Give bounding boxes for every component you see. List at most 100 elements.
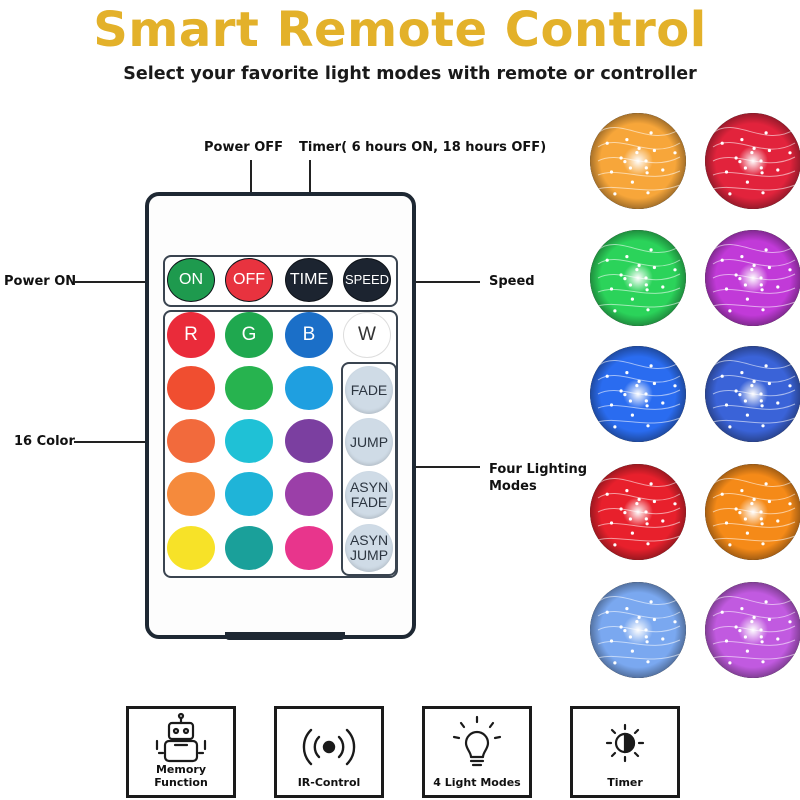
light-dot [609,170,614,174]
mode-button[interactable]: FADE [345,366,393,414]
light-dot [745,531,749,535]
color-button[interactable] [167,366,215,410]
light-dot [759,635,763,639]
fairy-lights-strands [597,360,681,429]
light-dot [605,492,609,496]
light-dot [619,507,623,511]
light-dot [628,399,632,403]
color-button[interactable] [285,366,333,410]
callout-line-16-color [74,441,164,443]
light-dot [652,381,656,386]
light-dot [623,629,627,633]
color-button[interactable] [285,472,333,516]
light-dot [625,371,629,375]
light-strand [597,244,681,253]
light-strand [712,375,796,383]
remote-off-button[interactable]: OFF [225,258,273,302]
light-dot [728,309,732,313]
mode-button[interactable]: JUMP [345,418,393,466]
light-dot [788,620,792,624]
light-dot [724,287,729,291]
light-dot [644,392,648,396]
light-mode-photo [705,464,800,560]
light-dot [738,393,742,397]
light-strand [712,360,796,369]
light-dot [743,635,747,639]
light-dot [767,499,771,504]
color-button[interactable] [285,419,333,463]
light-dot [728,543,732,547]
light-dot [645,171,649,175]
light-dot [644,517,648,521]
light-dot [673,620,677,624]
color-button[interactable] [225,526,273,570]
light-dot [635,268,639,272]
light-dot [646,308,650,312]
color-button[interactable] [225,419,273,463]
light-dot [767,381,771,386]
mode-label-line1: JUMP [349,433,389,450]
light-dot [767,617,771,622]
light-dot [764,248,768,252]
light-mode-photo [590,464,686,560]
light-dot [637,497,641,501]
remote-on-button[interactable]: ON [167,258,215,302]
color-button[interactable] [167,472,215,516]
feature-label: IR-Control [297,776,361,789]
light-dot [750,620,754,624]
light-dot [630,413,634,417]
light-dot [613,309,617,313]
light-dot [645,640,649,644]
remote-r-button[interactable]: R [167,312,215,358]
light-dot [609,639,614,643]
light-strand [712,127,796,136]
light-dot [635,502,639,506]
color-button[interactable] [167,526,215,570]
light-dot [646,542,650,546]
light-dot [728,192,732,196]
light-dot [644,276,648,280]
callout-power-on: Power ON [4,274,77,289]
color-button[interactable] [225,472,273,516]
light-dot [776,401,780,405]
light-dot [625,607,629,611]
light-dot [720,258,724,262]
light-dot [619,156,623,160]
color-button[interactable] [167,419,215,463]
light-dot [644,635,648,639]
color-button[interactable] [225,366,273,410]
light-dot [609,403,614,407]
fairy-lights-strands [712,127,796,196]
light-dot [628,635,632,639]
light-dot [776,637,780,641]
light-dot [630,180,634,184]
light-dot [646,660,650,664]
callout-power-off: Power OFF [204,140,284,155]
light-dot [760,522,764,526]
light-strand [712,389,796,397]
remote-speed-button[interactable]: SPEED [343,258,391,302]
light-dot [750,151,754,155]
fairy-lights-strands [597,478,681,547]
light-strand [597,156,681,164]
fairy-lights-strands [712,244,796,313]
light-dot [767,148,771,153]
light-dot [628,166,632,170]
remote-b-button[interactable]: B [285,312,333,358]
light-dot [613,543,617,547]
remote-w-button[interactable]: W [343,312,391,358]
feature-timer: Timer [570,706,680,798]
light-dot [734,389,738,393]
light-dot [637,615,641,619]
remote-time-button[interactable]: TIME [285,258,333,302]
remote-g-button[interactable]: G [225,312,273,358]
light-dot [760,171,764,175]
light-dot [788,384,792,388]
light-dot [645,404,649,408]
color-button[interactable] [285,526,333,570]
callout-timer: Timer( 6 hours ON, 18 hours OFF) [299,140,547,155]
robot-icon [155,712,207,763]
